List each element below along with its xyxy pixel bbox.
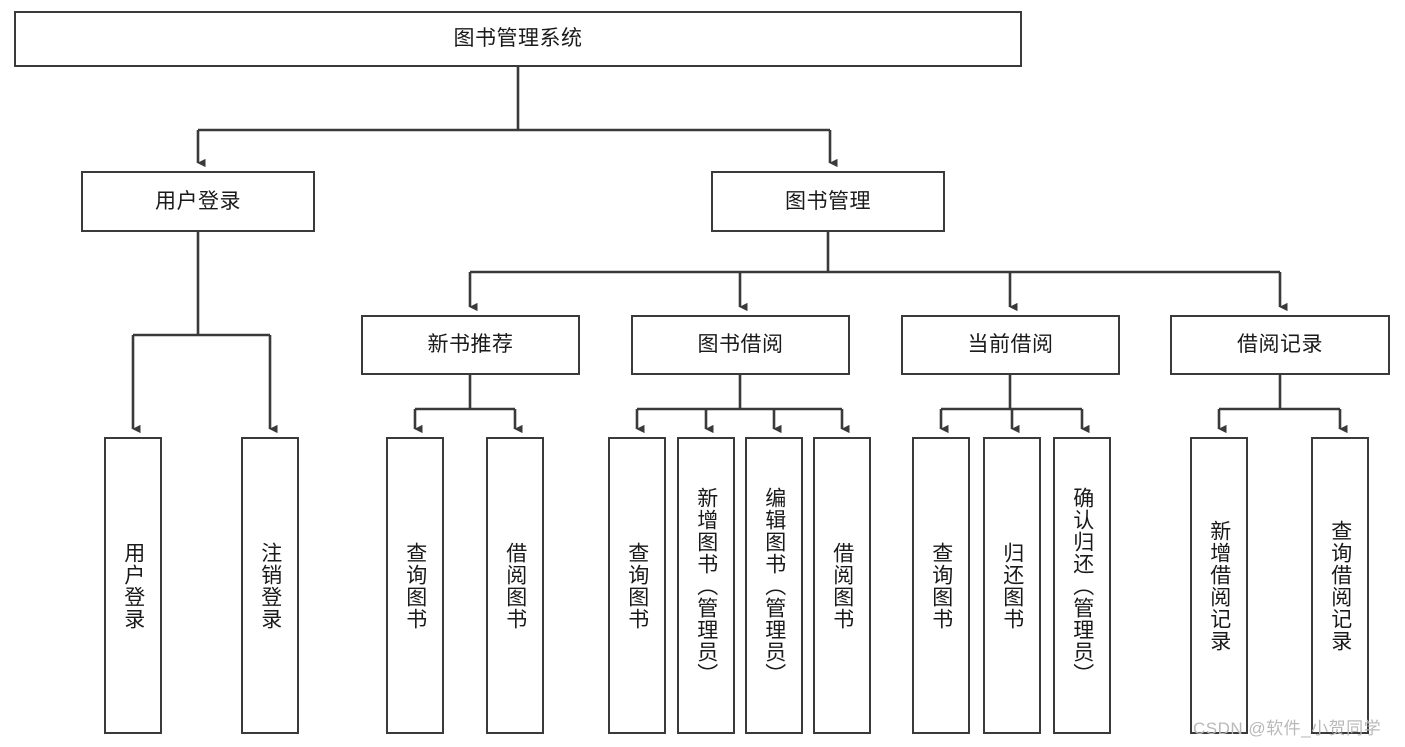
node-leaf-label: 查询图书	[625, 541, 649, 630]
node-user-login-label: 用户登录	[155, 189, 241, 213]
node-leaf-borrow-book[interactable]: 借阅图书	[813, 437, 871, 734]
node-leaf-label: 编辑图书（管理员）	[762, 486, 786, 685]
node-leaf-label: 用户登录	[121, 541, 145, 630]
node-user-login[interactable]: 用户登录	[81, 171, 315, 232]
node-borrow-record-label: 借阅记录	[1237, 333, 1323, 357]
node-current-borrow-label: 当前借阅	[967, 333, 1054, 357]
node-leaf-label: 确认归还（管理员）	[1070, 486, 1094, 685]
node-leaf-label: 查询图书	[403, 541, 427, 630]
node-leaf-logout[interactable]: 注销登录	[241, 437, 299, 734]
node-leaf-label: 归还图书	[1000, 541, 1024, 630]
node-leaf-add-borrow-record[interactable]: 新增借阅记录	[1190, 437, 1248, 734]
node-leaf-query-borrow-record[interactable]: 查询借阅记录	[1311, 437, 1369, 734]
node-leaf-label: 新增图书（管理员）	[694, 486, 718, 685]
node-root-label: 图书管理系统	[453, 27, 583, 51]
node-leaf-query-book-current[interactable]: 查询图书	[912, 437, 970, 734]
node-leaf-label: 新增借阅记录	[1207, 519, 1231, 652]
node-new-book-recommend-label: 新书推荐	[427, 333, 514, 357]
node-leaf-edit-book-admin[interactable]: 编辑图书（管理员）	[745, 437, 803, 734]
node-leaf-query-book-new[interactable]: 查询图书	[386, 437, 444, 734]
node-leaf-query-book-borrow[interactable]: 查询图书	[608, 437, 666, 734]
node-leaf-label: 借阅图书	[830, 541, 854, 630]
node-book-borrow-label: 图书借阅	[697, 333, 784, 357]
node-leaf-label: 注销登录	[258, 541, 282, 630]
node-book-management[interactable]: 图书管理	[711, 171, 945, 232]
node-leaf-label: 查询图书	[929, 541, 953, 630]
node-leaf-add-book-admin[interactable]: 新增图书（管理员）	[677, 437, 735, 734]
node-book-management-label: 图书管理	[785, 189, 871, 213]
node-leaf-user-login[interactable]: 用户登录	[104, 437, 162, 734]
node-root-system[interactable]: 图书管理系统	[14, 11, 1022, 67]
node-leaf-label: 借阅图书	[503, 541, 527, 630]
node-current-borrow[interactable]: 当前借阅	[901, 315, 1120, 375]
node-borrow-record[interactable]: 借阅记录	[1170, 315, 1390, 375]
node-leaf-label: 查询借阅记录	[1328, 519, 1352, 652]
node-leaf-confirm-return-admin[interactable]: 确认归还（管理员）	[1053, 437, 1111, 734]
node-book-borrow[interactable]: 图书借阅	[631, 315, 850, 375]
node-leaf-return-book[interactable]: 归还图书	[983, 437, 1041, 734]
node-new-book-recommend[interactable]: 新书推荐	[361, 315, 580, 375]
node-leaf-borrow-book-new[interactable]: 借阅图书	[486, 437, 544, 734]
